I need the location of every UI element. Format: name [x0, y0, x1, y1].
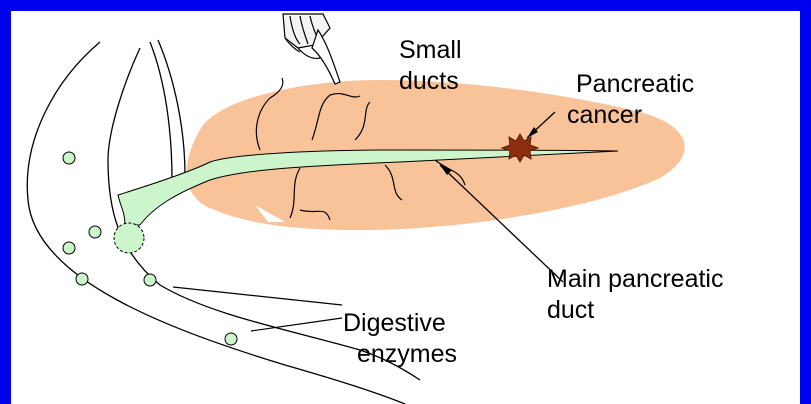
label-main-duct-line1: Main pancreatic	[547, 264, 723, 295]
label-small-ducts-line2: ducts	[399, 66, 462, 97]
ampulla-opening	[114, 223, 144, 253]
label-pancreatic-cancer-line2: cancer	[567, 100, 694, 131]
diagram-canvas: Small ducts Pancreatic cancer Main pancr…	[11, 11, 800, 404]
label-digestive-enzymes: Digestive enzymes	[343, 308, 457, 370]
label-main-pancreatic-duct: Main pancreatic duct	[547, 264, 723, 326]
label-digestive-enzymes-line1: Digestive	[343, 308, 457, 339]
label-small-ducts-line1: Small	[399, 35, 462, 66]
label-pancreatic-cancer: Pancreatic cancer	[567, 69, 694, 131]
label-digestive-enzymes-line2: enzymes	[343, 339, 457, 370]
label-pancreatic-cancer-line1: Pancreatic	[567, 69, 694, 100]
label-main-duct-line2: duct	[547, 295, 723, 326]
enzyme-pointer-line-1	[173, 287, 342, 305]
bile-duct-left	[150, 42, 172, 180]
label-small-ducts: Small ducts	[399, 35, 462, 97]
pointing-hand-icon	[283, 14, 340, 84]
